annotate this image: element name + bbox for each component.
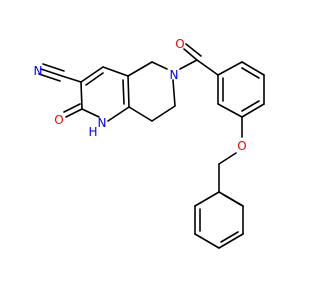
bond-benz2-3-inner	[220, 231, 239, 243]
bond-c5-n6	[151, 61, 168, 70]
bond-o-ch2	[218, 152, 237, 165]
bond-co-ring	[196, 59, 219, 76]
bond-c4a-c5	[127, 61, 153, 77]
bond-benz2-1-inner	[223, 194, 242, 206]
atom-label-n-nitrile: N	[34, 64, 43, 78]
bond-benz2-6	[194, 191, 220, 207]
atom-labels: N O N H N O O	[34, 37, 247, 153]
bond-c4a-c8a-inner	[122, 79, 125, 105]
bond-benz1-4-inner	[241, 100, 260, 112]
bond-c8-c8a	[128, 106, 153, 122]
bond-n1-c2	[81, 108, 100, 118]
bond-c4a-c8a	[127, 75, 130, 108]
bond-benz2-3	[218, 233, 244, 249]
bond-c3-c4-inner	[85, 72, 104, 86]
bond-benz1-5	[217, 103, 243, 118]
bond-benz1-4	[241, 103, 265, 118]
bond-n6-co	[179, 59, 198, 70]
bond-c3-c4	[80, 66, 104, 83]
atom-label-n-ring: N	[98, 116, 107, 130]
atom-label-n-amide: N	[170, 68, 179, 82]
bond-benz1-1	[217, 61, 243, 76]
bond-c2-c3	[80, 81, 83, 110]
bond-n6-c7	[172, 79, 176, 107]
bond-benz1-2-inner	[241, 67, 260, 79]
bond-c4-c4a	[102, 66, 129, 77]
atom-label-o-carbonyl-left: O	[54, 113, 63, 127]
bond-c2-o-2	[63, 103, 81, 113]
molecule-structure: N O N H N O O	[34, 37, 265, 249]
bond-c8a-n1	[107, 106, 130, 122]
bond-nitrile-2	[38, 73, 61, 82]
atom-label-o-ether: O	[237, 139, 246, 153]
bond-co-o-2	[185, 43, 202, 57]
bonds	[38, 43, 265, 249]
bond-c2-o-1	[65, 108, 83, 118]
bond-benz2-4	[194, 233, 220, 249]
bond-c7-c8	[151, 105, 176, 122]
bond-nitrile-3	[42, 63, 65, 72]
bond-c3-cn	[61, 75, 82, 83]
bond-benz1-2	[241, 61, 265, 76]
atom-label-h-ring: H	[88, 125, 97, 139]
bond-nitrile-1	[40, 68, 63, 77]
bond-co-o-1	[183, 48, 198, 61]
atom-label-o-carbonyl-right: O	[175, 37, 184, 51]
